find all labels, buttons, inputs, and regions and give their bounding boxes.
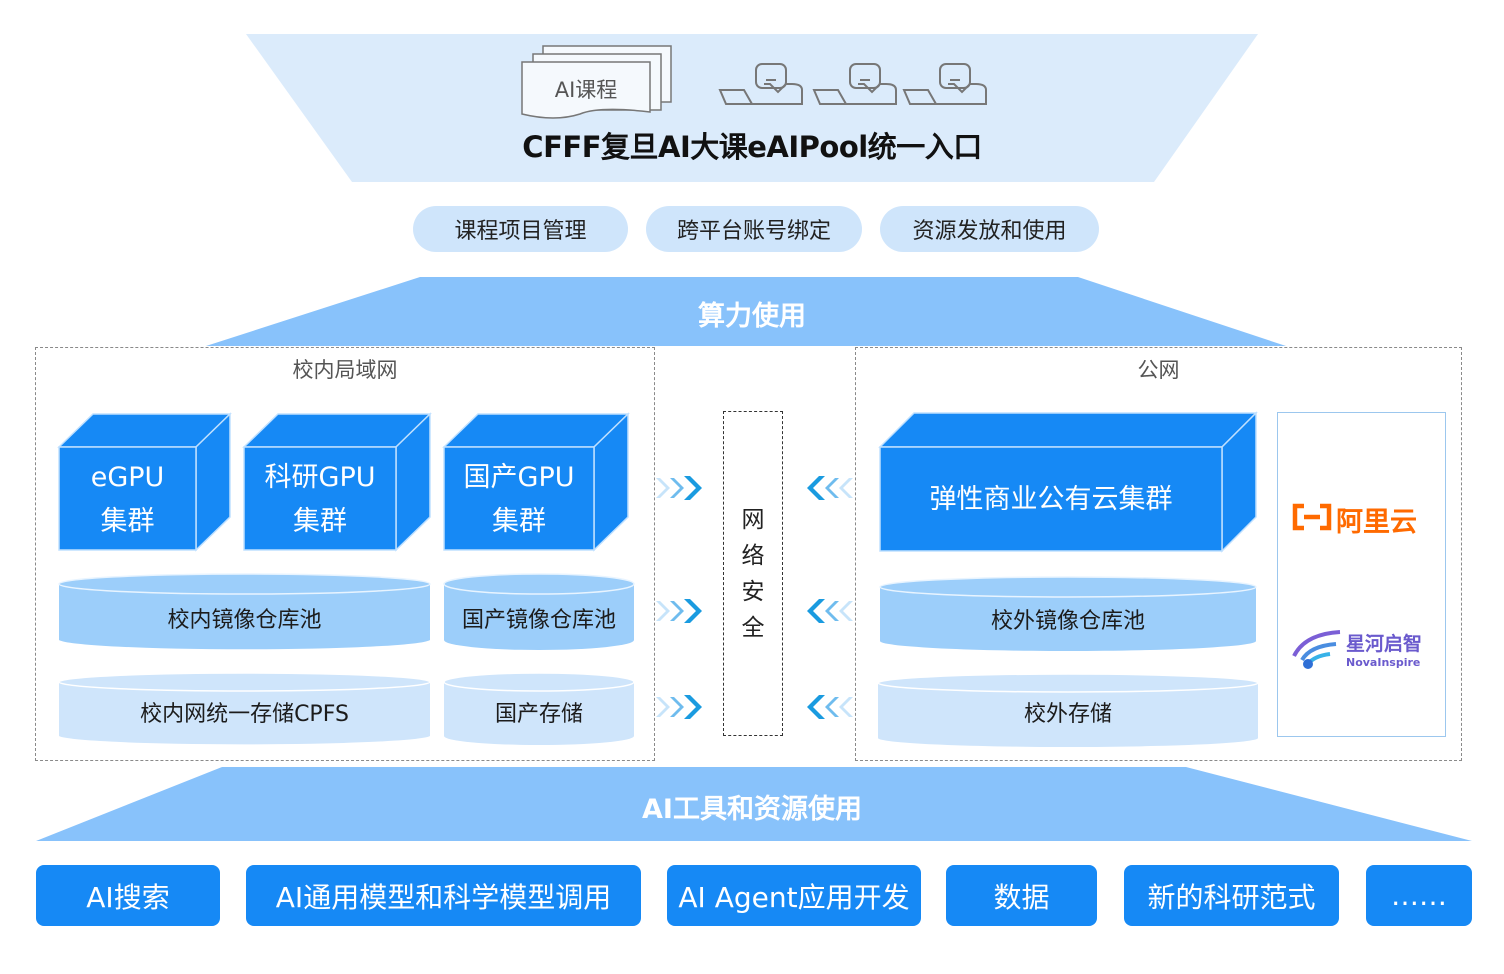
cube-domestic-gpu bbox=[442, 412, 630, 552]
course-docs-icon bbox=[521, 45, 672, 119]
entry-title: CFFF复旦AI大课eAIPool统一入口 bbox=[522, 130, 982, 164]
vendor-panel bbox=[1277, 412, 1446, 737]
public-cloud-cluster[interactable]: 弹性商业公有云集群 bbox=[929, 484, 1173, 515]
campus-unified-storage[interactable]: 校内网统一存储CPFS bbox=[140, 702, 349, 727]
network-security: 网 络 安 全 bbox=[723, 411, 783, 736]
campus-zone bbox=[35, 347, 655, 761]
domestic-image-pool[interactable]: 国产镜像仓库池 bbox=[461, 608, 616, 633]
cube-research-gpu bbox=[242, 412, 432, 552]
cluster-research-gpu-line2: 集群 bbox=[293, 506, 347, 537]
cylinder-offcampus-image bbox=[879, 576, 1257, 651]
offcampus-storage[interactable]: 校外存储 bbox=[1023, 702, 1112, 727]
tools-band-shape bbox=[36, 767, 1472, 841]
cylinder-domestic-storage bbox=[443, 672, 635, 745]
campus-zone-title: 校内局域网 bbox=[292, 358, 398, 382]
aliyun-logo-icon bbox=[1292, 503, 1332, 531]
cylinder-offcampus-storage bbox=[877, 673, 1259, 747]
cluster-egpu[interactable]: eGPU 集群 bbox=[59, 450, 196, 550]
cylinder-domestic-image bbox=[443, 573, 635, 650]
cluster-domestic-gpu-line1: 国产GPU bbox=[463, 462, 575, 493]
security-char: 安 bbox=[741, 578, 765, 605]
cylinder-campus-image bbox=[58, 573, 431, 650]
arrows-right-icon bbox=[656, 476, 702, 719]
service-course-project-management[interactable]: 课程项目管理 bbox=[413, 206, 628, 252]
tool-new-research-paradigm[interactable]: 新的科研范式 bbox=[1124, 865, 1339, 926]
service-resource-allocation[interactable]: 资源发放和使用 bbox=[880, 206, 1099, 252]
security-char: 络 bbox=[741, 542, 765, 569]
vendor-novainspire-sub: NovaInspire bbox=[1346, 656, 1421, 669]
campus-image-pool[interactable]: 校内镜像仓库池 bbox=[167, 608, 322, 633]
cluster-research-gpu-line1: 科研GPU bbox=[264, 462, 376, 493]
cylinder-campus-storage bbox=[58, 672, 431, 745]
compute-band-label: 算力使用 bbox=[698, 301, 806, 332]
compute-band-shape bbox=[206, 277, 1286, 346]
offcampus-image-pool[interactable]: 校外镜像仓库池 bbox=[990, 609, 1145, 634]
cube-public-cloud bbox=[878, 411, 1258, 553]
public-zone bbox=[855, 347, 1462, 761]
tools-band-label: AI工具和资源使用 bbox=[642, 794, 862, 825]
cluster-domestic-gpu-line2: 集群 bbox=[492, 506, 546, 537]
security-char: 网 bbox=[741, 506, 765, 533]
vendor-novainspire: 星河启智 bbox=[1346, 633, 1423, 655]
tool-agent-development[interactable]: AI Agent应用开发 bbox=[667, 865, 921, 926]
domestic-storage[interactable]: 国产存储 bbox=[494, 702, 583, 727]
vendor-aliyun: 阿里云 bbox=[1336, 507, 1417, 538]
tool-ai-search[interactable]: AI搜索 bbox=[36, 865, 220, 926]
arrows-left-icon bbox=[807, 476, 853, 719]
tool-data[interactable]: 数据 bbox=[946, 865, 1097, 926]
user-at-laptop-icon bbox=[718, 63, 987, 105]
cluster-research-gpu[interactable]: 科研GPU 集群 bbox=[244, 450, 396, 550]
cluster-egpu-line2: 集群 bbox=[100, 506, 155, 537]
entry-trapezoid bbox=[246, 34, 1258, 182]
security-char: 全 bbox=[741, 614, 765, 641]
novainspire-logo-icon bbox=[1292, 630, 1341, 669]
public-zone-title: 公网 bbox=[1137, 358, 1180, 382]
cube-egpu bbox=[57, 412, 232, 552]
course-doc-label: AI课程 bbox=[554, 78, 618, 102]
tool-more[interactable]: …… bbox=[1366, 865, 1472, 926]
service-account-binding[interactable]: 跨平台账号绑定 bbox=[646, 206, 862, 252]
tool-model-invocation[interactable]: AI通用模型和科学模型调用 bbox=[246, 865, 641, 926]
cluster-domestic-gpu[interactable]: 国产GPU 集群 bbox=[444, 450, 594, 550]
cluster-egpu-line1: eGPU bbox=[90, 462, 165, 493]
